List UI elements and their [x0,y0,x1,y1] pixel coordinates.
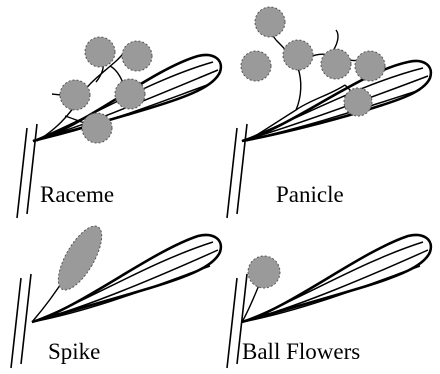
flower-cluster [241,51,271,81]
label-panicle: Panicle [276,183,344,206]
panel-raceme: Raceme [0,0,220,230]
flower-cluster [122,41,152,71]
flower-cluster [255,7,285,37]
flower-cluster [82,113,112,143]
stem [17,124,37,218]
panicle-flowers [241,7,385,116]
label-raceme: Raceme [40,183,114,206]
panel-ball-flowers: Ball Flowers [220,220,440,374]
flower-cluster [115,79,145,109]
ball-inflorescence [248,256,280,288]
spike-inflorescence [50,220,110,296]
flower-cluster [321,49,351,79]
flower-cluster [60,80,90,110]
stem [11,274,31,368]
panel-spike: Spike [0,220,220,374]
stem [227,124,247,218]
panel-panicle: Panicle [220,0,440,230]
label-ball-flowers: Ball Flowers [242,340,360,363]
spike-flowers [50,220,110,296]
flower-cluster [355,51,385,81]
flower-cluster [85,37,115,67]
flower-cluster [344,88,372,116]
ball-flowers [248,256,280,288]
label-spike: Spike [48,340,100,363]
spike-figure [0,220,220,374]
flower-cluster [283,40,313,70]
